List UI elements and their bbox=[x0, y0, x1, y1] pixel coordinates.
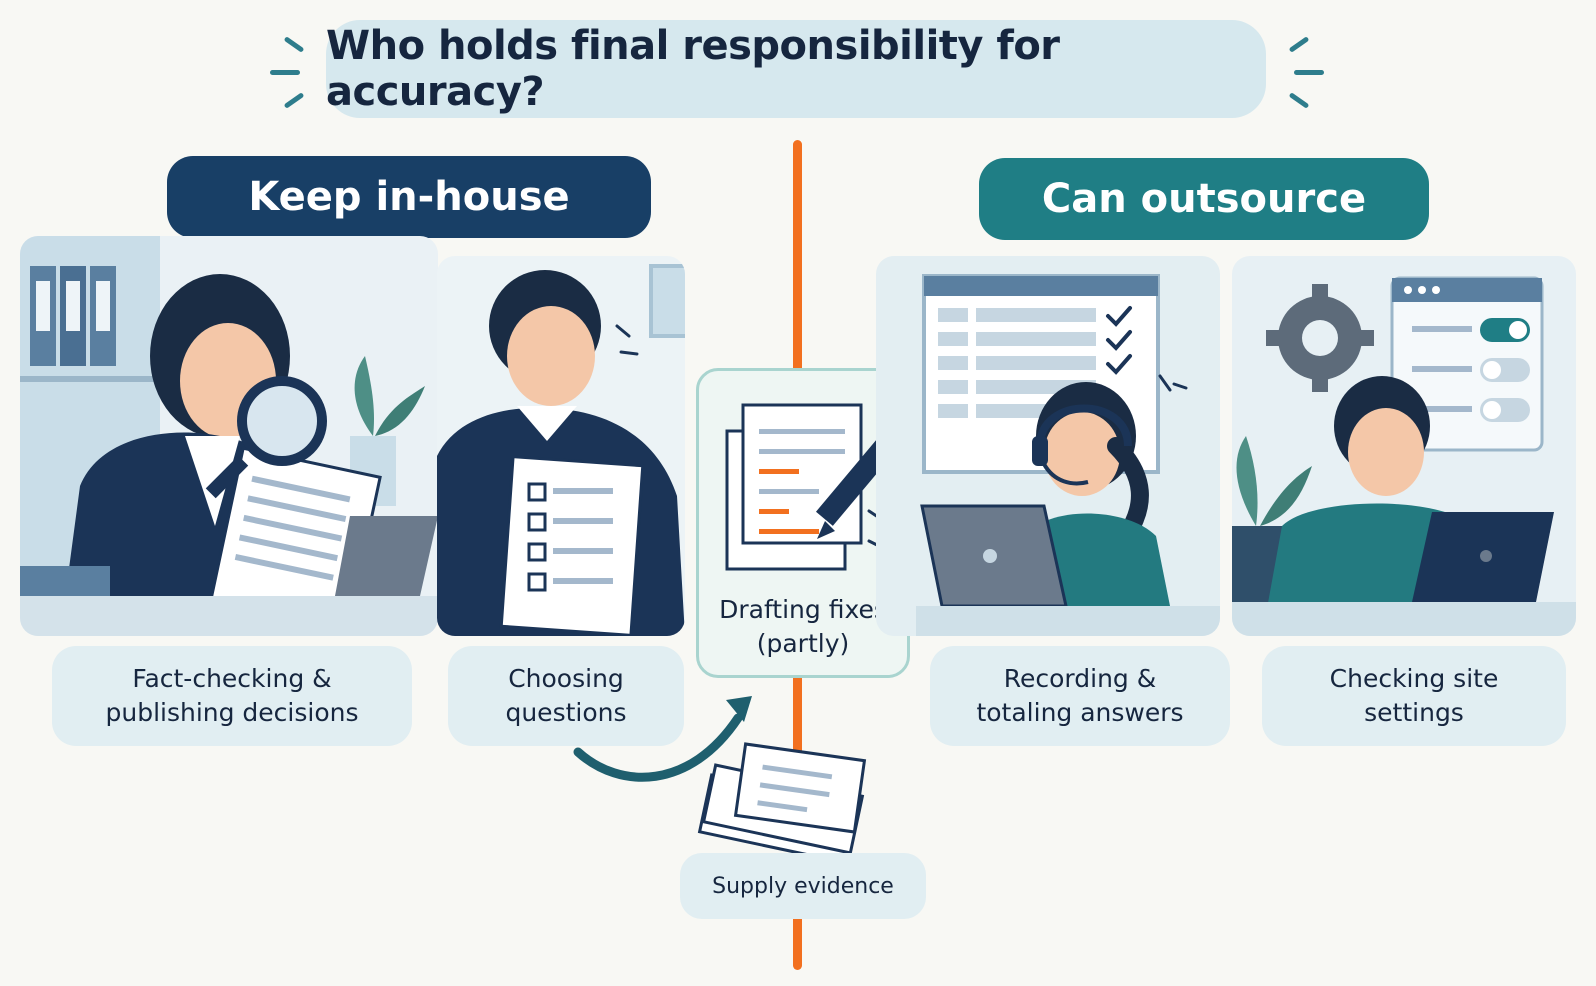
toggle-icon bbox=[1412, 318, 1530, 422]
laptop-icon bbox=[335, 516, 438, 596]
task-choosing-questions: Choosing questions bbox=[448, 646, 684, 746]
gear-icon bbox=[1266, 284, 1374, 392]
laptop-icon bbox=[920, 504, 1068, 608]
magnifier-icon bbox=[205, 376, 327, 499]
page-title: Who holds final responsibility for accur… bbox=[326, 20, 1266, 118]
checklist-icon bbox=[499, 455, 645, 636]
scene-site-settings bbox=[1232, 256, 1576, 636]
task-fact-checking: Fact-checking & publishing decisions bbox=[52, 646, 412, 746]
task-supply-evidence: Supply evidence bbox=[680, 853, 926, 919]
can-outsource-heading: Can outsource bbox=[979, 158, 1429, 240]
task-checking-settings: Checking site settings bbox=[1262, 646, 1566, 746]
scene-recording-answers bbox=[876, 256, 1220, 636]
scene-choosing-questions bbox=[437, 256, 685, 636]
scene-fact-checking bbox=[20, 236, 438, 636]
keep-in-house-heading: Keep in-house bbox=[167, 156, 651, 238]
binder-icon bbox=[30, 266, 116, 366]
document-stack-icon bbox=[697, 742, 867, 865]
headset-icon bbox=[1032, 404, 1132, 486]
laptop-icon bbox=[1412, 512, 1554, 602]
task-recording-totaling: Recording & totaling answers bbox=[930, 646, 1230, 746]
task-drafting-fixes: Drafting fixes (partly) bbox=[719, 595, 887, 658]
